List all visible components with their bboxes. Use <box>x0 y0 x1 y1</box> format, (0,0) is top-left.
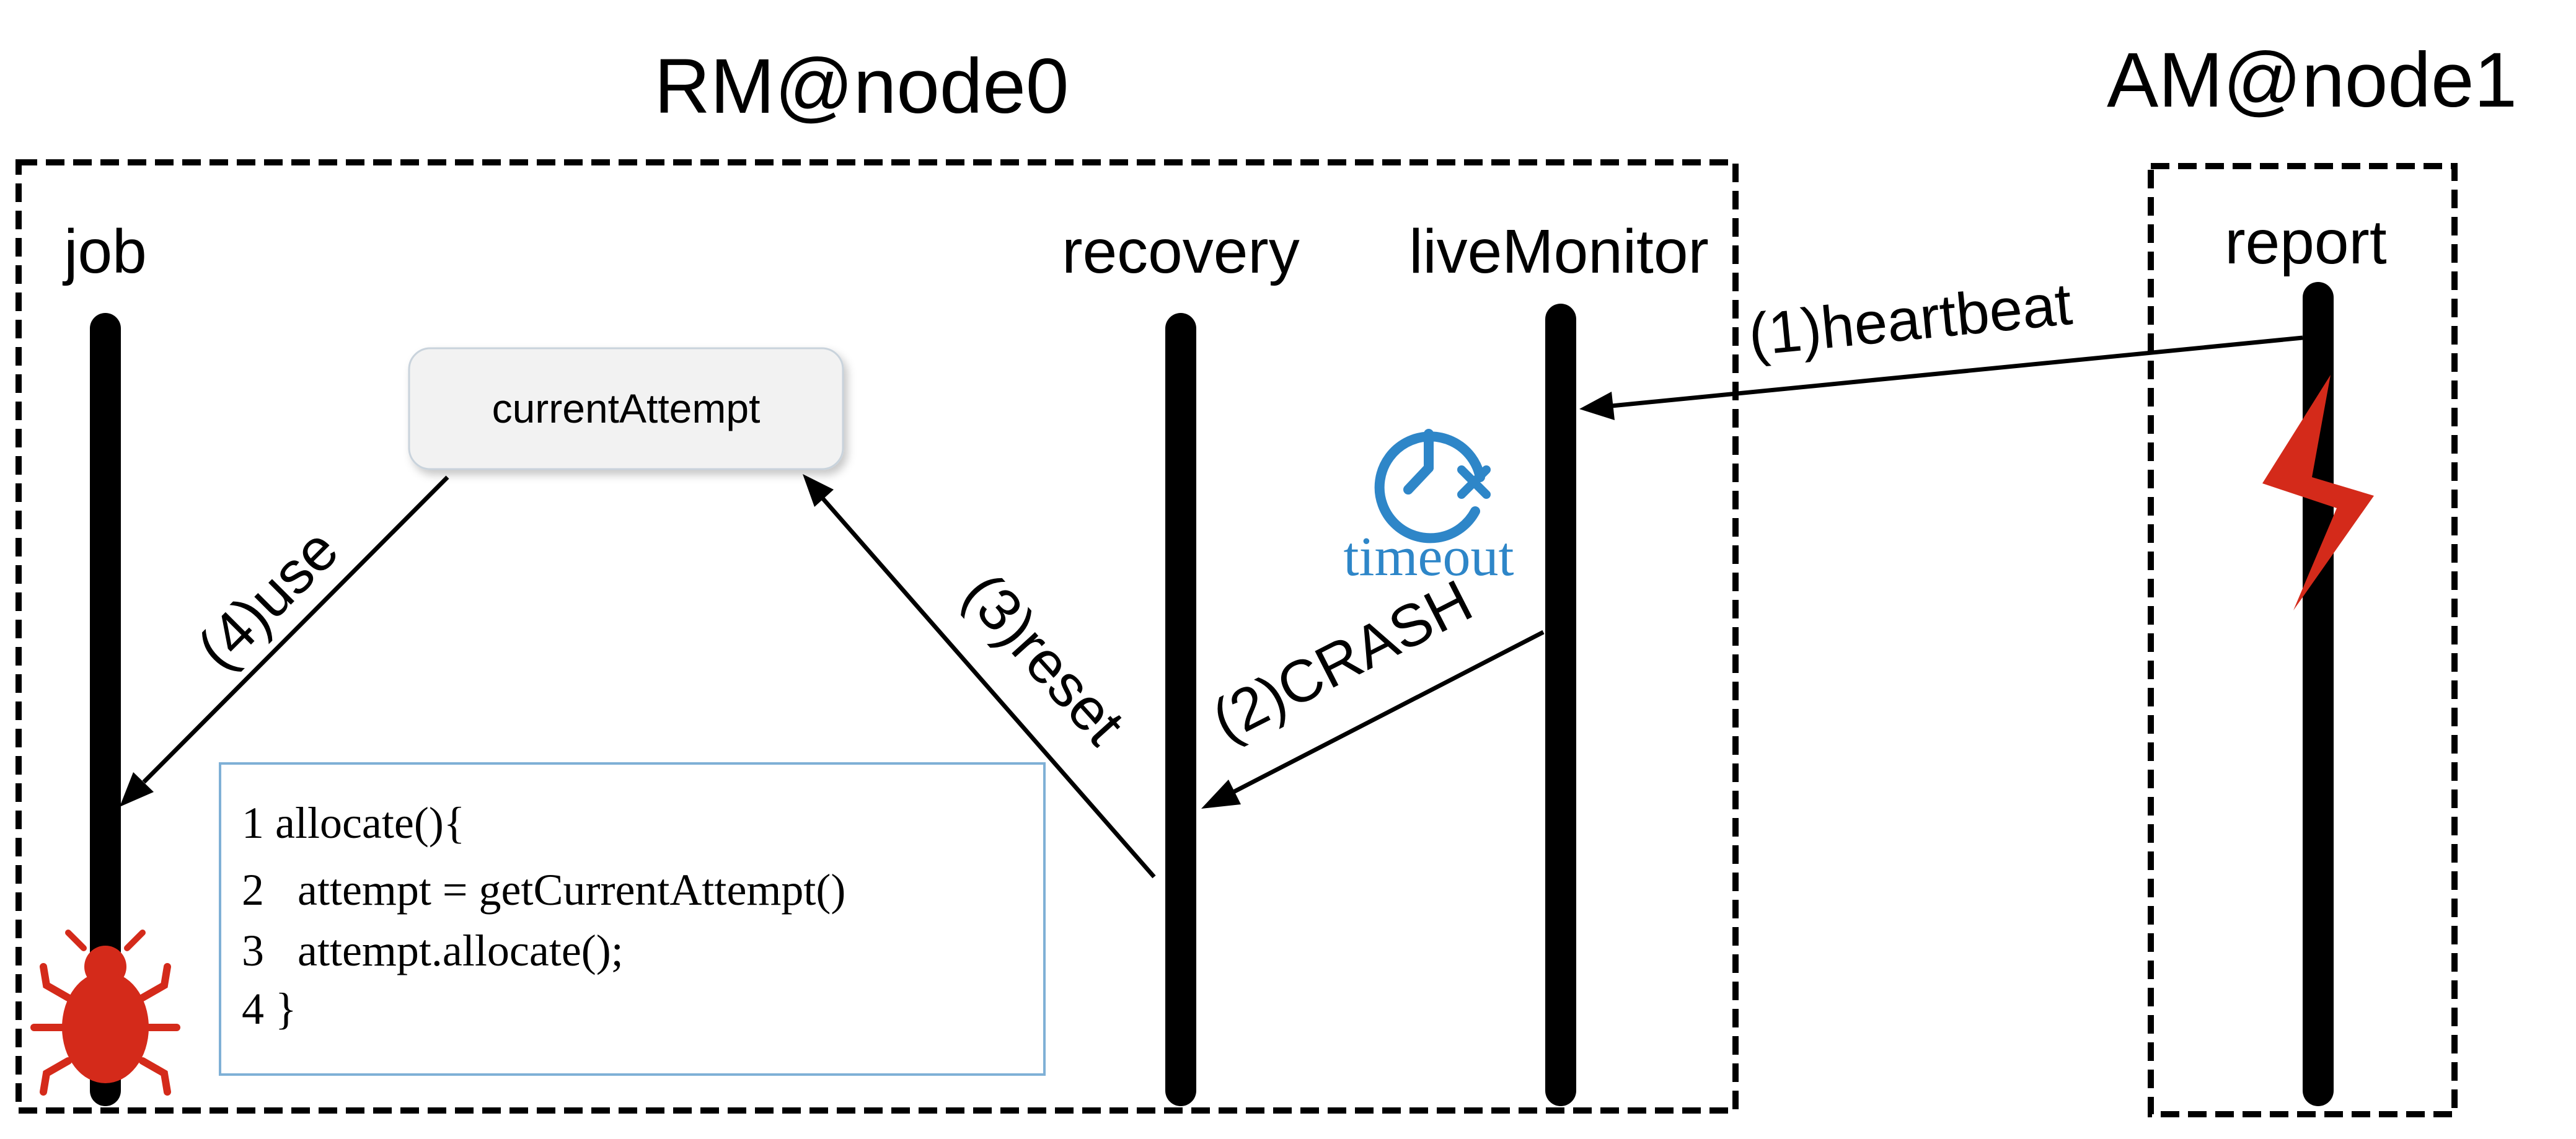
code-line-2: 2 attempt = getCurrentAttempt() <box>242 865 845 915</box>
lifeline-label-livemonitor: liveMonitor <box>1409 217 1709 286</box>
crash-arrow <box>1232 630 1545 794</box>
bug-icon <box>30 930 180 1096</box>
clock-timeout-icon <box>1374 429 1491 543</box>
reset-arrowhead <box>803 474 834 507</box>
am-node-title: AM@node1 <box>2107 37 2517 123</box>
lifeline-label-job: job <box>62 217 146 286</box>
code-line-4: 4 } <box>242 984 297 1034</box>
code-line-1: 1 allocate(){ <box>242 798 465 848</box>
lifeline-label-recovery: recovery <box>1062 217 1299 286</box>
heartbeat-arrowhead <box>1579 392 1615 420</box>
use-arrow <box>142 475 449 784</box>
lightning-crash-icon <box>2262 375 2374 610</box>
current-attempt-label: currentAttempt <box>492 385 761 431</box>
rm-node-box <box>15 159 1739 1114</box>
code-line-3: 3 attempt.allocate(); <box>242 926 624 975</box>
code-box <box>219 762 1046 1076</box>
rm-node-title: RM@node0 <box>655 43 1069 130</box>
current-attempt-box <box>408 347 844 470</box>
crash-label: (2)CRASH <box>1202 567 1483 754</box>
use-arrowhead <box>120 772 154 807</box>
heartbeat-arrow <box>1611 335 2303 408</box>
reset-arrow <box>821 497 1156 879</box>
am-node-box <box>2148 163 2458 1117</box>
timeout-label: timeout <box>1344 526 1514 587</box>
crash-arrowhead <box>1201 780 1241 809</box>
lifeline-label-report: report <box>2225 208 2386 277</box>
reset-label: (3)reset <box>951 561 1137 757</box>
heartbeat-label: (1)heartbeat <box>1745 271 2075 369</box>
